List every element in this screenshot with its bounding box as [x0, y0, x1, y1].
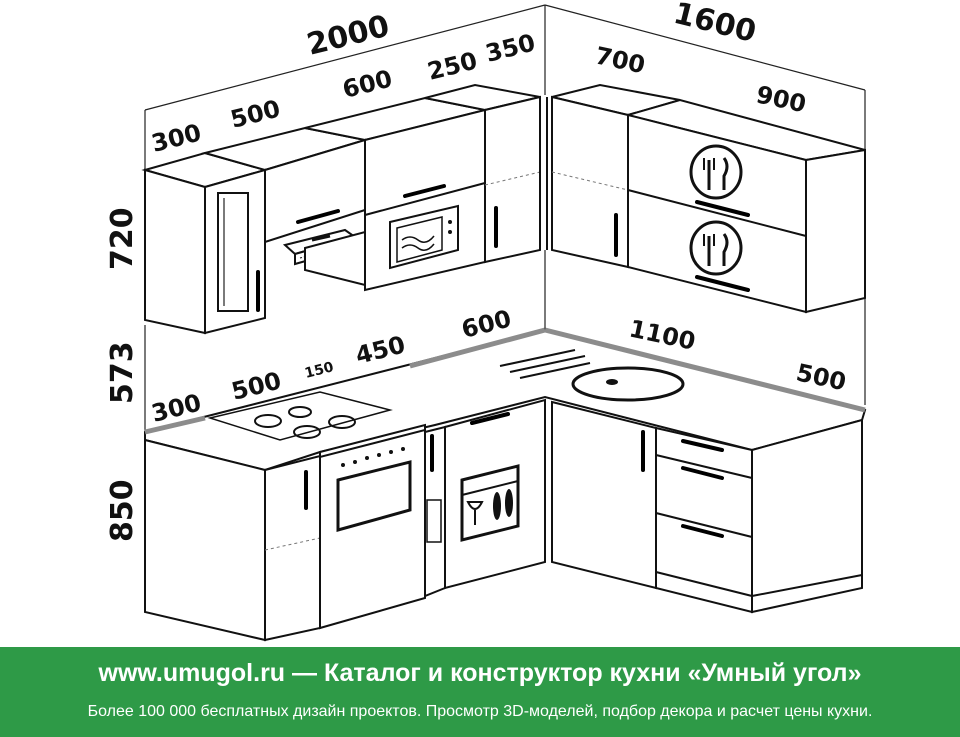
glass-cabinet: [144, 168, 206, 335]
sink-icon: [499, 349, 685, 402]
dim-lower-left-3: 150: [303, 359, 335, 382]
dim-lower-right-2: 500: [794, 358, 849, 396]
corner-base-cabinet: [551, 400, 657, 590]
dim-upper-right-1: 700: [593, 41, 648, 79]
base-cabinets: [144, 398, 863, 642]
oven: [319, 426, 426, 630]
footer-banner: www.umugol.ru — Каталог и конструктор ку…: [0, 647, 960, 737]
dim-upper-left-4: 250: [425, 47, 480, 86]
kitchen-drawing: 2000 1600 300 500 600 250 350 700 900 72…: [105, 0, 867, 642]
narrow-upper-cabinet: [484, 95, 541, 264]
wall-outline: [144, 4, 866, 440]
dim-top-left-total: 2000: [303, 9, 392, 63]
oven-icon: [336, 447, 412, 532]
dim-upper-left-1: 300: [149, 119, 204, 158]
dim-lower-right-1: 1100: [627, 314, 698, 355]
upper-cabinets-left: [141, 83, 553, 335]
dim-upper-right-2: 900: [754, 80, 809, 118]
upper-cabinets-right: [551, 83, 866, 314]
footer-subtitle: Более 100 000 бесплатных дизайн проектов…: [87, 703, 873, 720]
dim-height-upper: 720: [105, 207, 140, 270]
microwave-icon: [389, 204, 459, 270]
base-cabinet-left: [144, 438, 266, 642]
dim-height-base: 850: [105, 479, 140, 542]
plate-fork-knife-icon: [689, 220, 743, 276]
plate-fork-knife-icon: [689, 144, 743, 200]
footer-title[interactable]: www.umugol.ru — Каталог и конструктор ку…: [98, 659, 862, 687]
dim-upper-left-3: 600: [340, 65, 395, 104]
dishwasher-icon: [460, 464, 520, 542]
dim-height-gap: 573: [105, 341, 140, 404]
dim-upper-left-5: 350: [483, 29, 538, 68]
cooktop-burners-icon: [207, 391, 393, 441]
dim-lower-left-4: 450: [353, 331, 408, 370]
dim-top-right-total: 1600: [670, 0, 759, 50]
dim-upper-left-2: 500: [228, 95, 283, 134]
